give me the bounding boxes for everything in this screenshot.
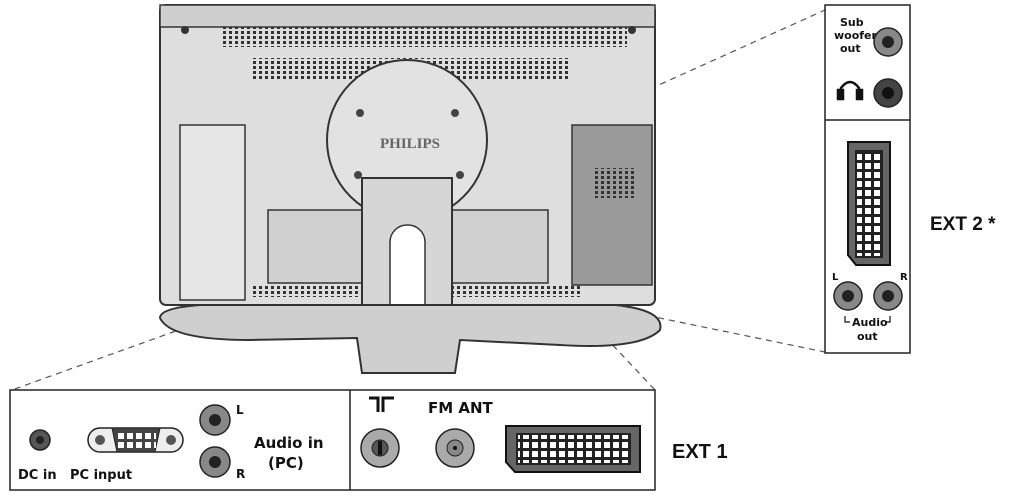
subwoofer-label-1: Sub [840, 16, 864, 29]
screw-hole [628, 26, 636, 34]
audio-in-pc-label: (PC) [268, 454, 304, 472]
audio-out-right-jack[interactable] [873, 281, 903, 311]
subwoofer-out-jack[interactable] [873, 27, 903, 57]
audio-in-left-label: L [236, 403, 244, 417]
dc-in-label: DC in [18, 468, 57, 483]
subwoofer-label-2: woofer [834, 29, 878, 42]
audio-in-right-label: R [236, 467, 245, 481]
ext2-label: EXT 2 * [930, 214, 996, 235]
audio-in-left-jack[interactable] [199, 404, 231, 436]
bottom-connection-panel: L R Audio in (PC) DC in PC input FM ANT … [9, 389, 728, 491]
ext1-label: EXT 1 [672, 441, 728, 463]
brand-logo: PHILIPS [380, 136, 440, 152]
stand-base [158, 304, 662, 374]
side-connection-panel: Sub woofer out EXT 2 * L R [824, 4, 996, 354]
ext2-scart-connector[interactable] [847, 141, 891, 266]
pc-vga-input[interactable] [87, 427, 184, 453]
subwoofer-label-3: out [840, 42, 861, 55]
right-bay-vents [592, 168, 637, 198]
audio-in-label: Audio in [254, 434, 324, 452]
dc-in-jack[interactable] [29, 429, 51, 451]
right-connector-bay [571, 124, 653, 286]
antenna-icon [369, 396, 394, 412]
fm-antenna-input[interactable] [435, 428, 475, 468]
audio-out-label-1: Audio [852, 316, 888, 329]
audio-out-left-label: L [832, 272, 839, 283]
tv-antenna-input[interactable] [360, 428, 400, 468]
tv-back: PHILIPS [158, 4, 662, 374]
headphone-jack[interactable] [873, 78, 903, 108]
tv-top-strip [159, 4, 656, 28]
audio-out-left-jack[interactable] [833, 281, 863, 311]
audio-out-right-label: R [900, 272, 908, 283]
left-cover-panel [179, 124, 246, 301]
headphone-icon [836, 80, 864, 101]
audio-in-right-jack[interactable] [199, 446, 231, 478]
fm-ant-label: FM ANT [428, 399, 494, 417]
audio-out-label-2: out [857, 330, 878, 343]
screw-hole [181, 26, 189, 34]
pc-input-label: PC input [70, 468, 132, 483]
ext1-scart-connector[interactable] [505, 425, 641, 473]
top-vent-grille [222, 27, 627, 47]
